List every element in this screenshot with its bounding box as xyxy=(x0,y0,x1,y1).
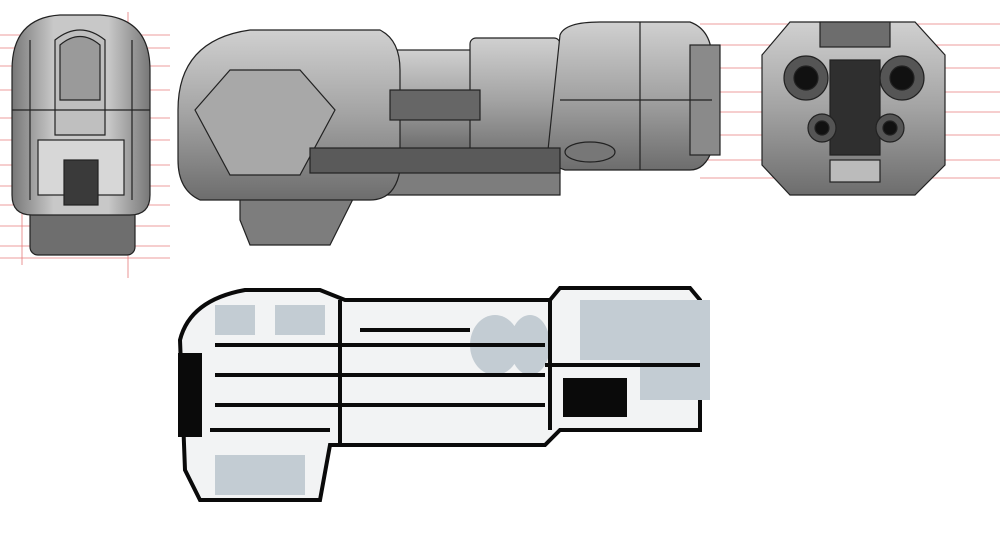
front-view xyxy=(11,14,151,256)
deck-plan xyxy=(177,286,710,502)
rear-view xyxy=(761,21,946,196)
side-view xyxy=(177,21,721,246)
